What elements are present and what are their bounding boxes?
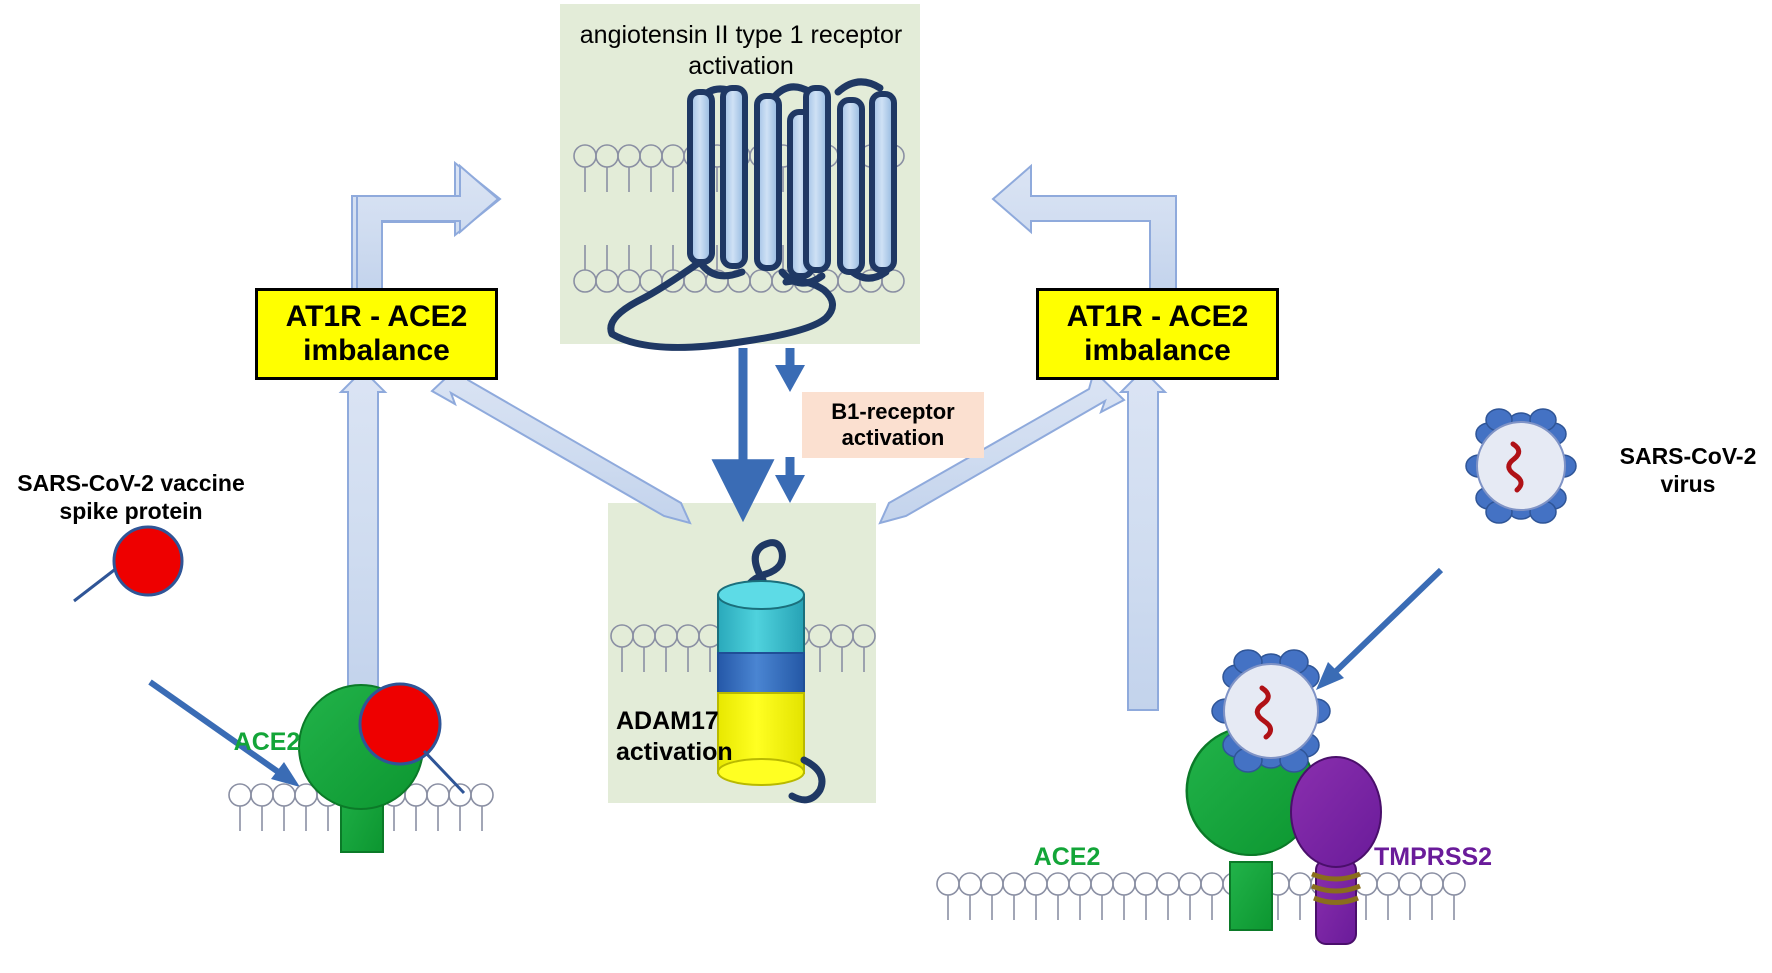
arrow-right-vertical-up xyxy=(1118,368,1168,711)
label-ace2-right-text: ACE2 xyxy=(1033,843,1101,871)
tmprss2-protein xyxy=(1290,756,1382,945)
box-b1-receptor-activation: B1-receptor activation xyxy=(802,392,984,458)
label-ace2-right: ACE2 xyxy=(1022,842,1112,872)
virus-bound-right xyxy=(1211,649,1331,773)
box-at1r-ace2-imbalance-left: AT1R - ACE2 imbalance xyxy=(255,288,498,380)
box-at1r-ace2-imbalance-right: AT1R - ACE2 imbalance xyxy=(1036,288,1279,380)
vaccine-spike-protein xyxy=(73,525,184,603)
label-tmprss2-text: TMPRSS2 xyxy=(1374,843,1493,871)
label-virus-line1: SARS-CoV-2 xyxy=(1619,443,1757,469)
arrow-b1-to-adam17-head xyxy=(775,475,805,503)
arrow-virus-to-ace2-shaft xyxy=(1328,567,1444,679)
virus-free-right xyxy=(1465,408,1577,524)
arrow-virus-to-ace2-head xyxy=(1316,662,1344,690)
at1r-right-line1: AT1R - ACE2 xyxy=(1066,299,1249,333)
at1r-left-line1: AT1R - ACE2 xyxy=(285,299,468,333)
arrow-left-elbow-to-at1r-panel-shape xyxy=(356,163,500,291)
arrow-vaccine-to-ace2-shaft xyxy=(148,679,286,779)
at1r-left-line2: imbalance xyxy=(303,334,450,367)
label-sars-cov-2-virus: SARS-CoV-2 virus xyxy=(1604,443,1772,498)
caption-at1r-line1: angiotensin II type 1 receptor xyxy=(579,21,903,49)
caption-at1r-activation: angiotensin II type 1 receptor activatio… xyxy=(566,20,916,83)
at1r-right-line2: imbalance xyxy=(1084,334,1231,367)
caption-at1r-line2: activation xyxy=(688,52,794,81)
arrow-at1r-to-b1-head xyxy=(775,365,805,392)
caption-adam17-line1: ADAM17 xyxy=(616,707,719,735)
gpcr-7tm-receptor xyxy=(607,78,897,351)
label-vaccine-line1: SARS-CoV-2 vaccine xyxy=(17,470,245,496)
membrane-right-cell xyxy=(936,872,1466,921)
arrow-right-elbow-to-at1r-panel xyxy=(991,163,1177,291)
adam17-protein xyxy=(717,539,826,804)
arrow-vaccine-to-ace2-head xyxy=(271,762,300,787)
b1-receptor-line1: B1-receptor xyxy=(831,398,955,424)
label-ace2-left: ACE2 xyxy=(222,727,312,757)
arrow-at1r-to-adam17-head xyxy=(727,474,759,503)
arrow-adam17-to-right-yellow-box xyxy=(878,369,1126,525)
label-virus-line2: virus xyxy=(1660,470,1716,497)
label-vaccine-line2: spike protein xyxy=(59,497,203,524)
caption-adam17-activation: ADAM17 activation xyxy=(616,706,816,769)
caption-adam17-line2: activation xyxy=(616,738,733,767)
label-vaccine-spike-protein: SARS-CoV-2 vaccine spike protein xyxy=(6,470,256,525)
arrow-left-vertical-up xyxy=(338,368,388,693)
b1-receptor-line2: activation xyxy=(841,425,945,450)
label-tmprss2: TMPRSS2 xyxy=(1374,842,1544,872)
arrow-adam17-to-left-yellow-box xyxy=(430,360,692,525)
label-ace2-left-text: ACE2 xyxy=(233,728,301,756)
bound-spike-protein-left xyxy=(358,682,466,795)
